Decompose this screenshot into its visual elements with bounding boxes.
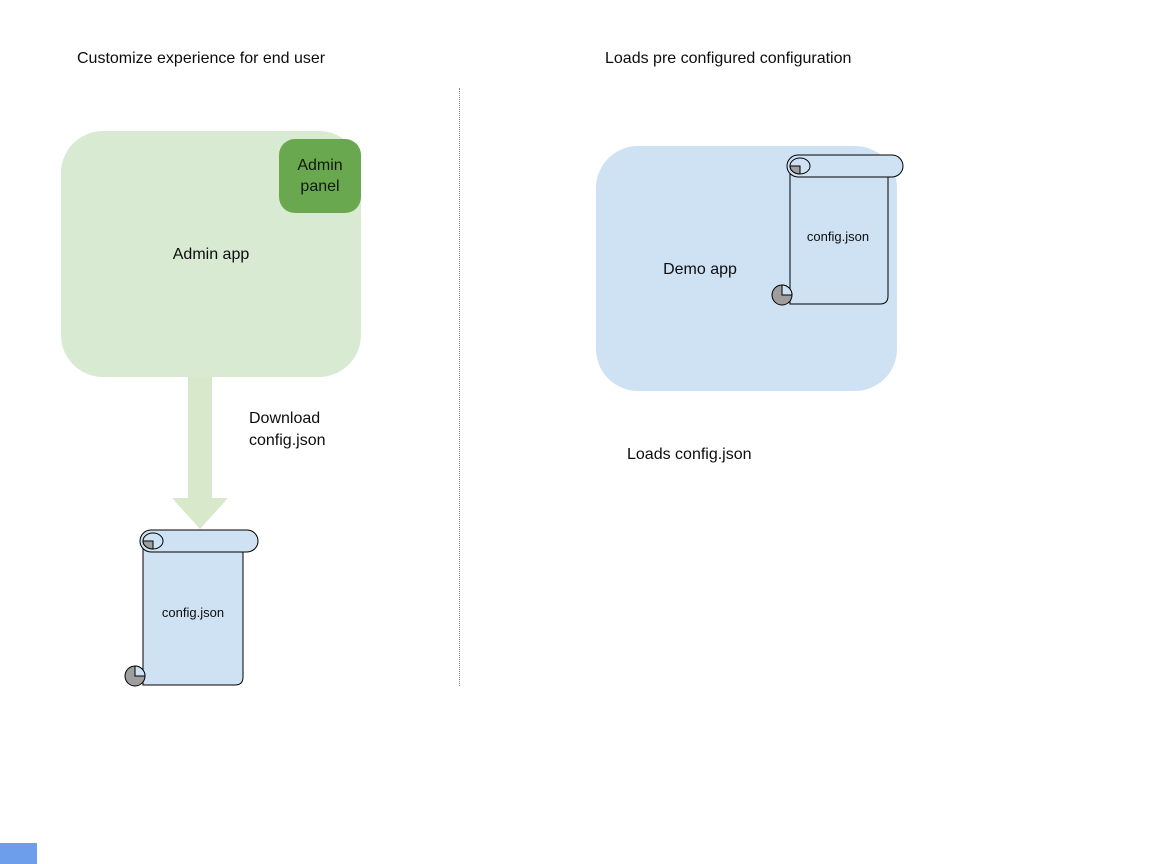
loads-config-caption: Loads config.json: [627, 446, 752, 463]
admin-panel-label: Admin panel: [297, 157, 343, 195]
config-file-scroll-right: [771, 154, 904, 306]
admin-app-label: Admin app: [172, 246, 250, 263]
config-file-label-right: config.json: [806, 229, 870, 244]
scroll-bottom-curl-notch: [781, 284, 793, 296]
scroll-bottom-curl-notch: [134, 665, 146, 677]
download-arrow: [172, 377, 228, 529]
download-caption: Download config.json: [249, 410, 326, 449]
config-file-scroll-left: [124, 529, 259, 687]
scroll-body: [142, 540, 244, 686]
scroll-top-roll: [139, 529, 259, 553]
left-panel-title: Customize experience for end user: [77, 50, 326, 67]
download-arrow-shape: [172, 377, 228, 529]
config-file-label-left: config.json: [161, 605, 225, 620]
demo-app-label: Demo app: [663, 261, 737, 278]
panel-divider: [459, 88, 460, 686]
scroll-top-roll: [786, 154, 904, 178]
scroll-top-curl-shade: [142, 540, 154, 550]
corner-accent-rect: [0, 843, 37, 864]
scroll-body: [789, 165, 889, 305]
scroll-top-curl-shade: [789, 165, 801, 175]
admin-app-box: Admin panel Admin app: [61, 131, 361, 377]
right-panel-title: Loads pre configured configuration: [605, 50, 852, 67]
admin-panel-box: Admin panel: [279, 139, 361, 213]
